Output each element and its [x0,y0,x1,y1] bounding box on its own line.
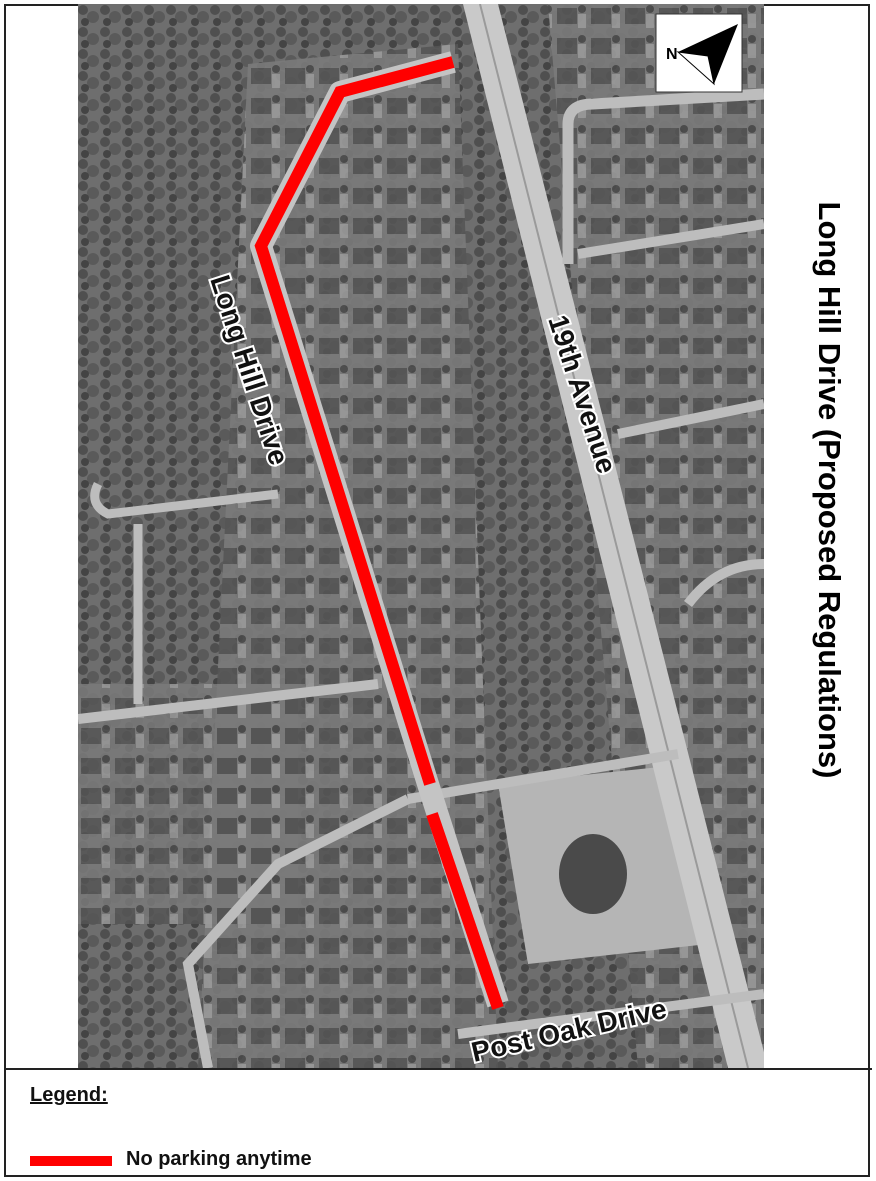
no-parking-segment-north[interactable] [254,56,455,786]
nineteenth-avenue-median [479,4,749,1068]
anglin-drive-west [182,794,411,1068]
pond [559,834,627,914]
north-label: N [666,46,678,63]
north-arrow: N [655,13,743,93]
aerial-map[interactable]: N Long Hill Drive 19th Avenue Post Oak D… [78,4,764,1068]
legend-label-no-parking: No parking anytime [126,1148,312,1170]
heirloom-street [78,679,379,724]
east-cul-de-sac [684,559,764,608]
delisle-street [616,399,764,439]
legend-title: Legend: [30,1084,108,1106]
west-street [90,481,279,519]
east-side-street [577,219,764,259]
legend-divider [4,1068,872,1070]
east-loop-street [562,88,764,264]
residential-blocks-east [548,4,764,1068]
no-parking-segment-south[interactable] [426,812,504,1010]
anglin-drive-avenue [407,749,679,804]
map-title-text: Long Hill Drive (Proposed Regulations) [812,201,847,779]
map-title: Long Hill Drive (Proposed Regulations) [803,130,855,850]
legend-swatch-no-parking [30,1156,112,1166]
post-oak-drive-road [457,989,764,1039]
